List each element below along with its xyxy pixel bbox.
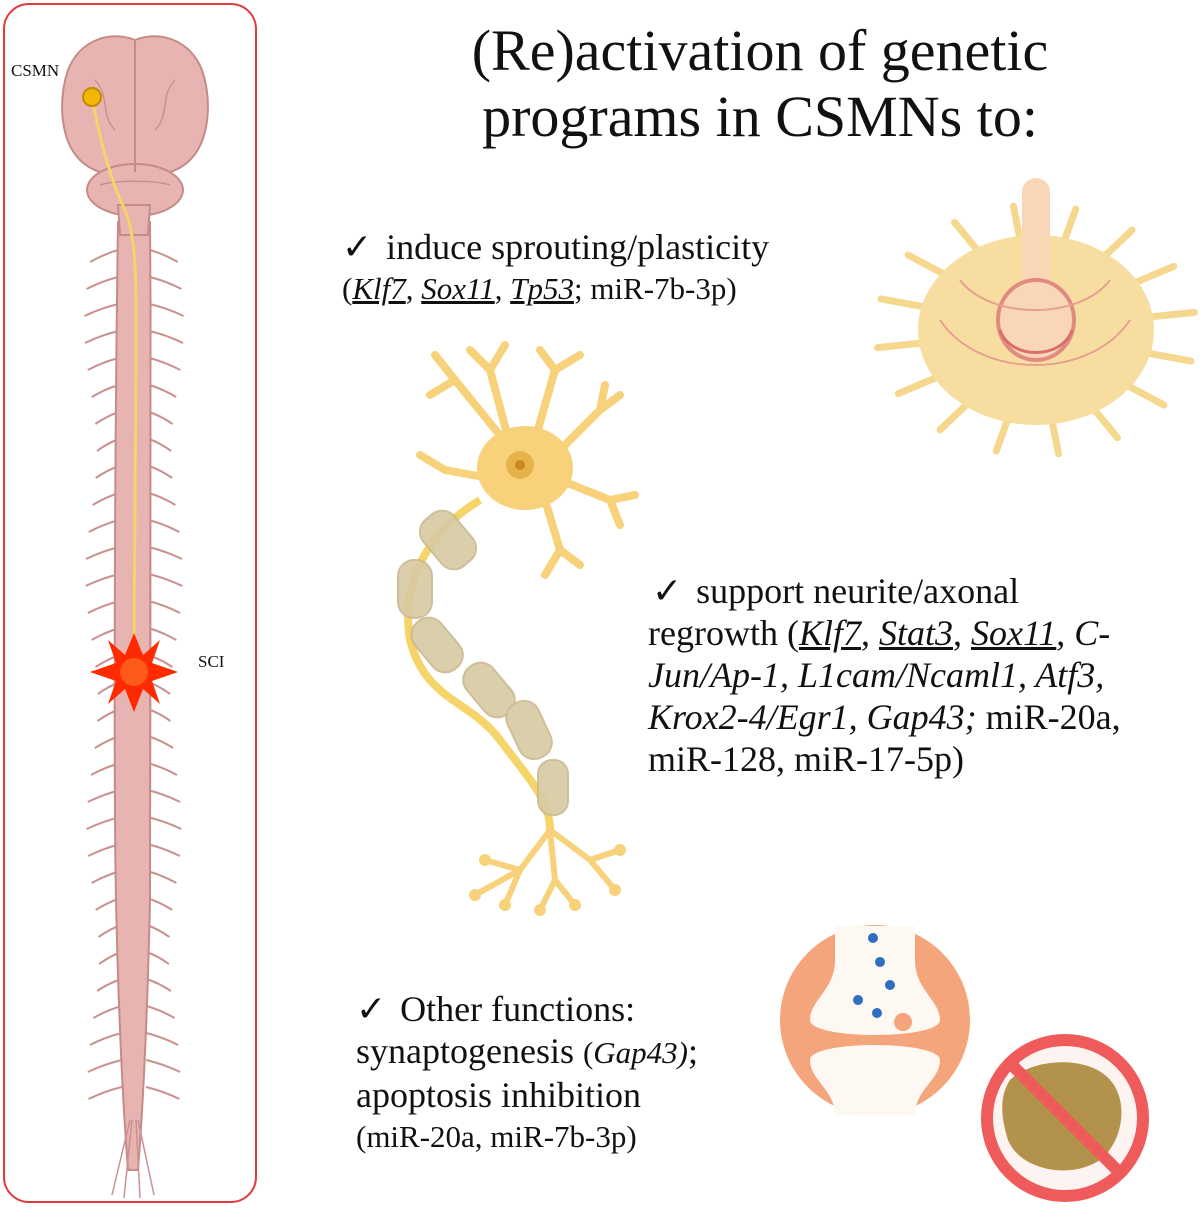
nerve-root	[148, 600, 181, 614]
nerve-root	[148, 573, 183, 587]
nerve-root	[147, 816, 182, 830]
synapse-illustration	[780, 925, 970, 1115]
cauda-equina	[111, 1119, 155, 1199]
sprouting-heading: induce sprouting/plasticity	[386, 227, 770, 267]
nerve-root	[147, 789, 181, 803]
item-regrowth: ✓ support neurite/axonal regrowth (Klf7, …	[648, 570, 1193, 780]
regrowth-line-4: Krox2-4/Egr1, Gap43; miR-20a,	[648, 697, 1121, 737]
neuron-illustration	[397, 341, 639, 916]
nerve-root	[146, 951, 170, 965]
brain-spinal-cord-panel	[3, 3, 257, 1203]
nerve-root	[146, 870, 177, 884]
nerve-root	[145, 1086, 180, 1100]
csmn-label: CSMN	[11, 61, 60, 80]
nerve-root	[149, 384, 177, 398]
nerve-root	[146, 978, 172, 992]
csmn-soma	[82, 87, 102, 107]
apoptosis-no-sign	[981, 1034, 1149, 1202]
nerve-root	[91, 384, 119, 398]
regrowth-line-2: regrowth (Klf7, Stat3, Sox11, C-	[648, 613, 1111, 653]
growth-cone-illustration	[874, 178, 1198, 458]
regrowth-line-5: miR-128, miR-17-5p)	[648, 739, 964, 779]
nerve-root	[87, 1059, 122, 1073]
nerve-root	[147, 762, 178, 776]
check-icon: ✓	[652, 571, 683, 611]
nerve-root	[149, 303, 184, 317]
nerve-root	[148, 411, 174, 425]
nerve-root	[148, 492, 176, 506]
item-other: ✓ Other functions: synaptogenesis (Gap43)…	[356, 988, 796, 1158]
nerve-root	[146, 1059, 181, 1073]
nerve-root	[89, 249, 119, 263]
item-sprouting: ✓ induce sprouting/plasticity (Klf7, Sox1…	[342, 226, 902, 310]
title-line-1: (Re)activation of genetic	[471, 18, 1049, 83]
brain	[61, 35, 209, 236]
sci-core	[120, 658, 148, 686]
nerve-root	[149, 330, 184, 344]
nerve-root	[89, 1032, 122, 1046]
regrowth-line-3: Jun/Ap-1, L1cam/Ncaml1, Atf3,	[648, 655, 1105, 695]
other-line-3: apoptosis inhibition	[356, 1075, 642, 1115]
csmn-axon	[90, 97, 138, 651]
nerve-root	[87, 357, 119, 371]
other-line-4: (miR-20a, miR-7b-3p)	[356, 1119, 637, 1154]
nerve-root	[92, 1005, 122, 1019]
nerve-root	[148, 438, 172, 452]
nerve-root	[149, 276, 182, 290]
nerve-root	[146, 843, 181, 857]
nerve-root	[148, 546, 183, 560]
sci-label: SCI	[198, 652, 225, 671]
nerve-root	[84, 330, 119, 344]
nerve-roots	[84, 249, 184, 1100]
nerve-root	[149, 357, 181, 371]
page-title: (Re)activation of genetic programs in CS…	[330, 18, 1190, 150]
nerve-root	[149, 249, 179, 263]
other-line-2: synaptogenesis (Gap43);	[356, 1031, 699, 1071]
other-heading: Other functions:	[400, 989, 636, 1029]
nerve-root	[147, 735, 174, 749]
nerve-root	[147, 627, 177, 641]
nerve-root	[88, 1086, 123, 1100]
nerve-root	[146, 1032, 179, 1046]
check-icon: ✓	[356, 989, 387, 1029]
nerve-root	[148, 465, 173, 479]
sprouting-genes: (Klf7, Sox11, Tp53; miR-7b-3p)	[342, 271, 737, 306]
regrowth-heading: support neurite/axonal	[696, 571, 1020, 611]
nerve-root	[146, 1005, 176, 1019]
check-icon: ✓	[342, 227, 373, 267]
nerve-root	[148, 519, 180, 533]
title-line-2: programs in CSMNs to:	[482, 84, 1038, 149]
nerve-root	[86, 276, 119, 290]
nerve-root	[84, 303, 119, 317]
